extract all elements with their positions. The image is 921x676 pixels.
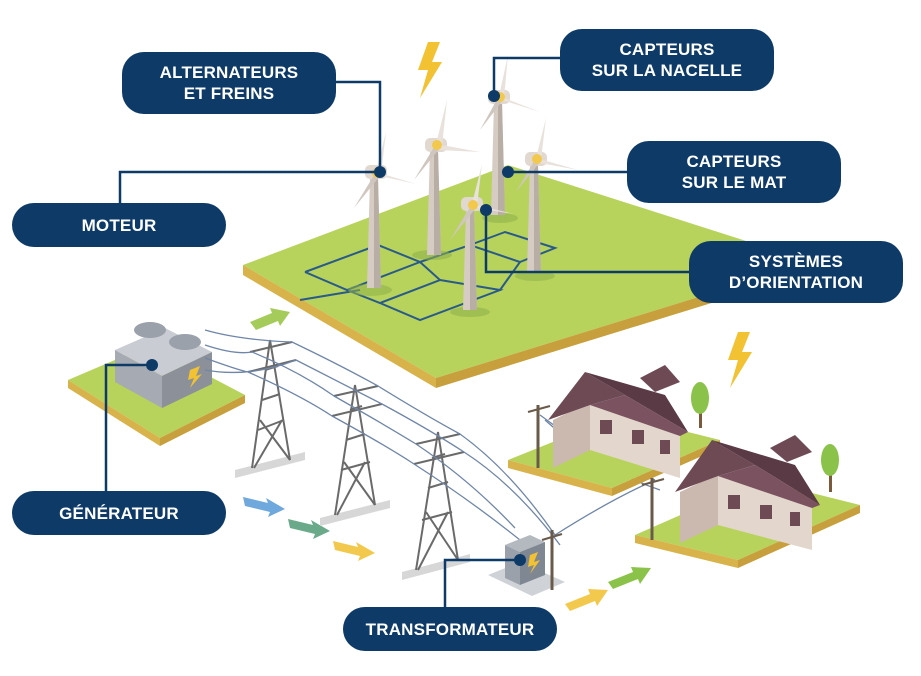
label-capteurs-mat-line2: SUR LE MAT: [681, 173, 787, 192]
label-systemes-line1: SYSTÈMES: [748, 252, 844, 271]
label-capteurs-mat-line1: CAPTEURS: [686, 152, 782, 171]
label-systemes-line2: D’ORIENTATION: [728, 273, 864, 292]
label-alternateurs-et-freins: ALTERNATEURS ET FREINS: [122, 52, 336, 114]
label-capteurs-sur-le-mat: CAPTEURS SUR LE MAT: [627, 141, 841, 203]
lightning-icon: [418, 42, 752, 388]
transformer-icon: [488, 530, 565, 596]
house-icon: [508, 365, 860, 568]
label-generateur: GÉNÉRATEUR: [12, 491, 226, 535]
label-capteurs-nacelle-line2: SUR LA NACELLE: [591, 61, 743, 80]
label-capteurs-nacelle-line1: CAPTEURS: [619, 40, 715, 59]
label-transformateur-line1: TRANSFORMATEUR: [365, 619, 535, 639]
label-alternateurs-line2: ET FREINS: [183, 84, 275, 103]
callout-dots: [146, 90, 526, 566]
label-generateur-line1: GÉNÉRATEUR: [59, 503, 179, 523]
label-transformateur: TRANSFORMATEUR: [343, 607, 557, 651]
wind-turbine-icon: [354, 55, 578, 310]
generator-icon: [68, 322, 245, 446]
label-moteur: MOTEUR: [12, 203, 226, 247]
label-systemes-d-orientation: SYSTÈMES D’ORIENTATION: [689, 241, 903, 303]
energy-flow-arrows: [243, 308, 651, 611]
label-moteur-line1: MOTEUR: [81, 215, 157, 235]
label-alternateurs-line1: ALTERNATEURS: [159, 63, 299, 82]
label-capteurs-sur-la-nacelle: CAPTEURS SUR LA NACELLE: [560, 29, 774, 91]
